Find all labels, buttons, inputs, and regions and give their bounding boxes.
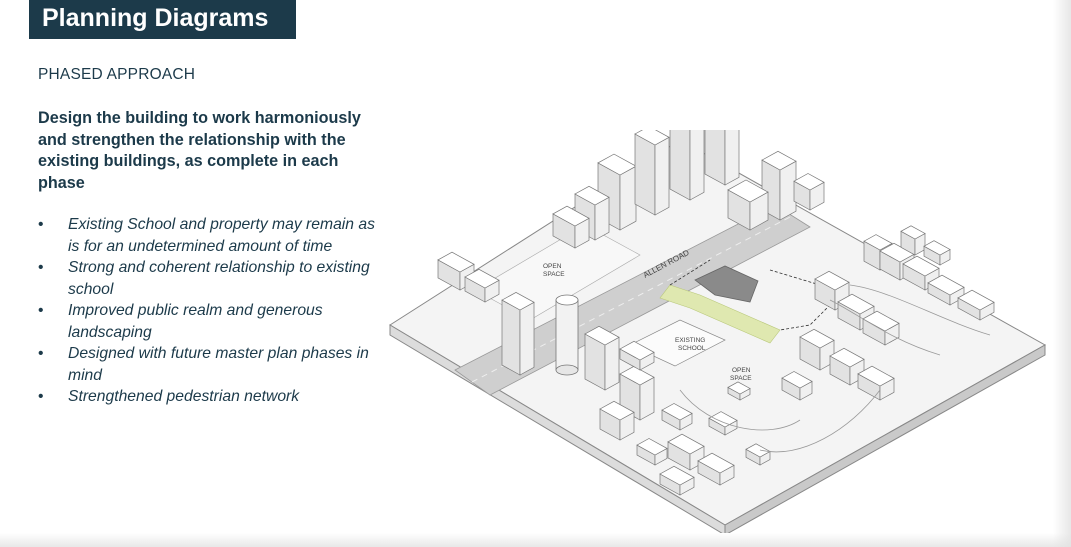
section-subtitle: PHASED APPROACH — [38, 66, 196, 83]
context-building — [697, 452, 735, 486]
proposed-building — [694, 265, 759, 303]
bullet-icon: • — [38, 216, 44, 233]
context-building — [669, 130, 705, 201]
open-space-right-label-1: OPEN — [732, 367, 751, 374]
context-building — [552, 205, 590, 249]
slide-header: Planning Diagrams — [0, 0, 1071, 40]
context-building — [599, 400, 635, 441]
context-building — [727, 179, 769, 231]
bullet-text: Strong and coherent relationship to exis… — [68, 259, 370, 298]
context-building — [634, 130, 670, 216]
site-highlight — [659, 259, 836, 344]
context-building — [781, 371, 813, 401]
site-plan-diagram: ALLEN ROAD OPEN SPACE EXISTING SCHOOL OP… — [389, 130, 1047, 536]
bottom-shadow — [0, 533, 1071, 547]
list-item: • Improved public realm and generous land… — [38, 300, 378, 343]
context-building — [636, 438, 668, 466]
context-building — [793, 173, 825, 211]
open-space-left-label-2: SPACE — [543, 271, 565, 278]
bullet-text: Improved public realm and generous lands… — [68, 302, 323, 341]
context-building — [862, 310, 900, 346]
context-building — [659, 465, 695, 496]
context-building — [857, 365, 895, 401]
bullet-icon: • — [38, 302, 44, 319]
context-building — [619, 365, 655, 421]
context-building — [957, 289, 995, 321]
context-building — [501, 292, 535, 376]
open-space-left-label-1: OPEN — [543, 263, 562, 270]
list-item: • Strong and coherent relationship to exi… — [38, 257, 378, 300]
list-item: • Designed with future master plan phases… — [38, 343, 378, 386]
list-item: • Strengthened pedestrian network — [38, 386, 378, 408]
context-building — [900, 225, 926, 256]
context-building — [619, 340, 655, 371]
context-building — [704, 130, 740, 186]
intro-statement: Design the building to work harmoniously… — [38, 109, 361, 192]
slide-title: Planning Diagrams — [29, 0, 296, 39]
bullet-text: Designed with future master plan phases … — [68, 345, 369, 384]
context-buildings — [437, 130, 995, 496]
existing-school-label-1: EXISTING — [675, 337, 705, 344]
context-building — [464, 268, 500, 303]
context-building — [661, 403, 693, 431]
bullet-list: • Existing School and property may remain… — [38, 214, 378, 408]
cylinder-tower — [555, 294, 579, 376]
open-space-right-label-2: SPACE — [730, 375, 752, 382]
bullet-icon: • — [38, 259, 44, 276]
bullet-icon: • — [38, 345, 44, 362]
list-item: • Existing School and property may remain… — [38, 214, 378, 257]
bullet-icon: • — [38, 388, 44, 405]
existing-school-label-2: SCHOOL — [678, 345, 706, 352]
context-building — [708, 411, 738, 436]
bullet-text: Strengthened pedestrian network — [68, 388, 300, 405]
right-edge-shadow — [1053, 0, 1071, 547]
context-building — [584, 325, 620, 391]
open-space-right: OPEN SPACE — [730, 367, 752, 382]
context-building — [727, 381, 751, 401]
pedestrian-paths — [679, 284, 991, 453]
context-building — [923, 240, 951, 266]
context-building — [745, 443, 771, 466]
bullet-text: Existing School and property may remain … — [68, 216, 375, 255]
